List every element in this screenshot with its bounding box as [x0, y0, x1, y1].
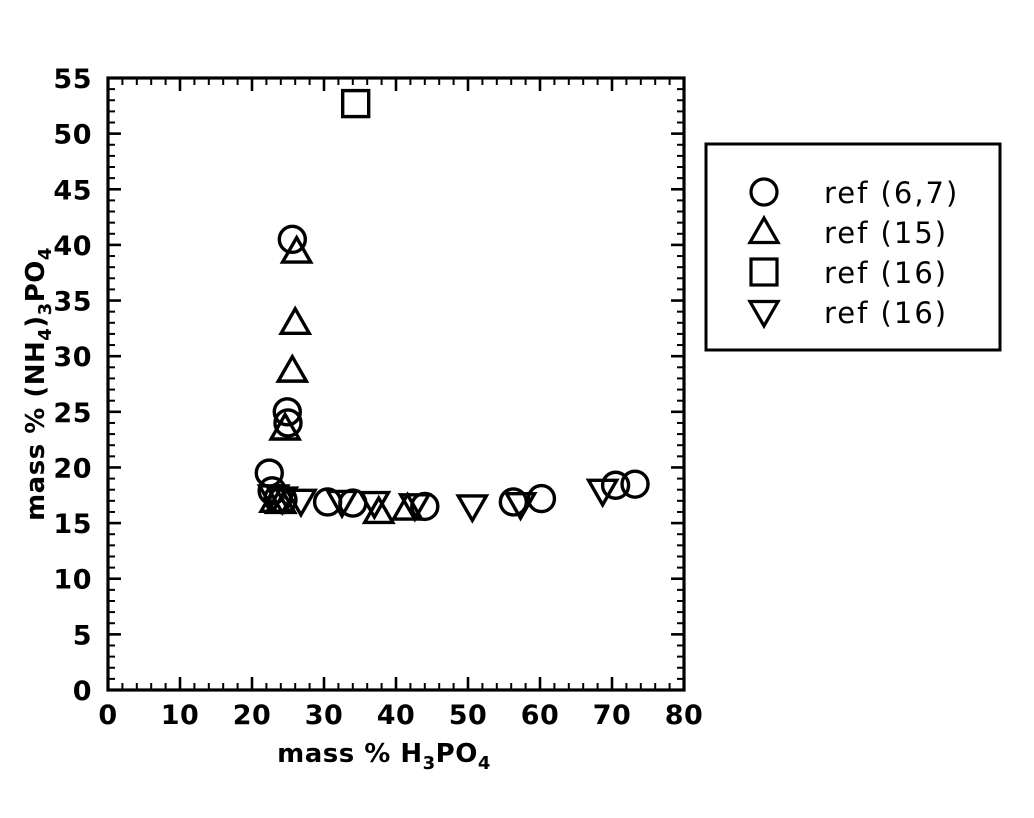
x-tick-label: 40	[377, 700, 416, 731]
y-axis-tick-labels: 0 5 10 15 20 25 30 35 40 45 50 55	[53, 64, 92, 707]
data-point	[272, 397, 302, 427]
legend-label: ref (16)	[824, 296, 948, 330]
data-point	[455, 494, 490, 524]
data-point	[600, 470, 631, 500]
data-point	[526, 483, 557, 514]
data-point	[357, 490, 392, 521]
x-tick-label: 30	[305, 700, 344, 731]
y-tick-label: 0	[73, 676, 92, 707]
y-tick-label: 30	[53, 342, 92, 373]
y-axis-ticks	[108, 76, 684, 692]
legend-marker-triangle-down-icon	[747, 299, 781, 330]
x-tick-label: 20	[233, 700, 272, 731]
x-axis-tick-labels: 0 10 20 30 40 50 60 70 80	[98, 700, 704, 731]
data-point	[503, 491, 538, 522]
y-axis-title: mass % (NH4)3PO4	[21, 247, 56, 521]
y-tick-label: 5	[73, 620, 92, 651]
data-point	[273, 408, 303, 438]
data-point	[340, 88, 371, 119]
y-tick-label: 45	[53, 175, 92, 206]
data-point	[397, 493, 432, 523]
data-point	[498, 487, 529, 517]
data-point	[277, 224, 308, 255]
data-point	[278, 305, 313, 335]
series-1-markers	[254, 224, 650, 522]
data-point	[585, 478, 620, 509]
data-markers	[254, 88, 650, 525]
data-point	[254, 458, 284, 488]
x-axis-title-text: mass % H3PO4	[277, 739, 491, 774]
data-point	[279, 234, 314, 264]
y-tick-label: 25	[53, 398, 92, 429]
series-2-markers	[258, 234, 425, 525]
series-4-markers	[256, 478, 620, 524]
legend-item-2[interactable]: ref (15)	[747, 214, 948, 250]
legend-item-4[interactable]: ref (16)	[747, 296, 948, 330]
x-tick-label: 0	[98, 700, 117, 731]
x-tick-label: 60	[521, 700, 560, 731]
data-point	[620, 469, 650, 499]
y-tick-label: 20	[53, 453, 92, 484]
legend-label: ref (16)	[824, 256, 948, 290]
data-point	[265, 486, 300, 517]
legend-marker-triangle-up-icon	[747, 214, 781, 245]
plot-frame	[106, 76, 686, 692]
data-point	[268, 411, 303, 441]
data-point	[256, 484, 291, 514]
y-tick-label: 35	[53, 287, 92, 318]
legend-item-3[interactable]: ref (16)	[749, 256, 948, 290]
legend-marker-circle-icon	[749, 177, 779, 207]
x-axis-ticks	[106, 78, 686, 690]
y-tick-label: 10	[53, 565, 92, 596]
y-tick-label: 40	[53, 231, 92, 262]
legend-label: ref (15)	[824, 216, 948, 250]
legend-label: ref (6,7)	[824, 176, 959, 210]
legend: ref (6,7) ref (15) ref (16) ref (16)	[704, 142, 1002, 352]
x-tick-label: 80	[665, 700, 704, 731]
legend-box	[704, 142, 1002, 352]
x-tick-label: 50	[449, 700, 488, 731]
legend-item-1[interactable]: ref (6,7)	[749, 176, 959, 210]
data-point	[390, 491, 425, 521]
y-tick-label: 55	[53, 64, 92, 95]
y-axis-title-text: mass % (NH4)3PO4	[21, 247, 56, 521]
data-point	[325, 489, 359, 520]
y-tick-label: 15	[53, 509, 92, 540]
data-point	[275, 353, 310, 383]
data-point	[283, 488, 318, 519]
x-axis-title: mass % H3PO4	[277, 739, 491, 774]
x-tick-label: 70	[593, 700, 632, 731]
y-tick-label: 50	[53, 120, 92, 151]
series-3-markers	[340, 88, 371, 119]
x-tick-label: 10	[161, 700, 200, 731]
legend-marker-square-icon	[749, 257, 779, 287]
